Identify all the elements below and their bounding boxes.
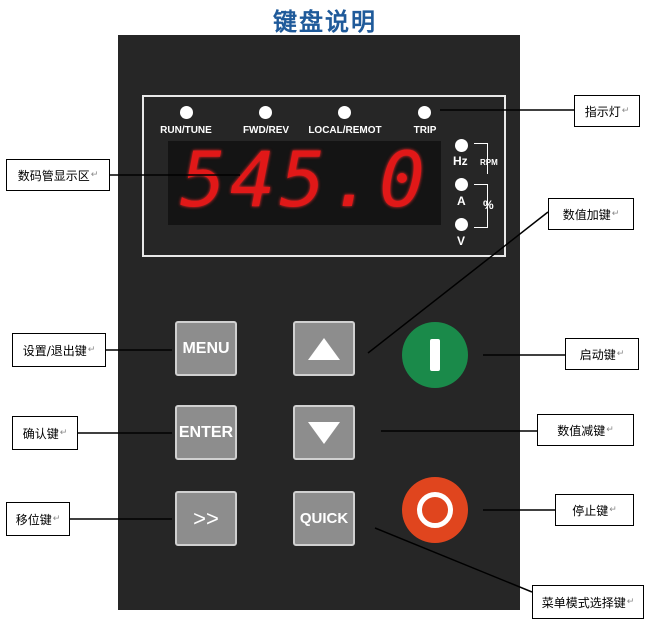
unit-a-label: A (457, 194, 466, 208)
callout-shift-key: 移位键↵ (6, 502, 70, 536)
callout-text: 菜单模式选择键 (541, 595, 626, 610)
start-button[interactable] (402, 322, 468, 388)
up-arrow-icon (308, 337, 340, 360)
callout-text: 设置/退出键 (22, 343, 87, 358)
return-mark: ↵ (609, 505, 617, 515)
led-label-local-remot: LOCAL/REMOT (308, 125, 382, 136)
unit-hz-label: Hz (453, 154, 468, 168)
callout-display-area: 数码管显示区↵ (6, 159, 110, 191)
return-mark: ↵ (616, 349, 625, 359)
shift-button[interactable]: >> (175, 491, 237, 546)
led-local-remot (338, 106, 351, 119)
callout-menu-select-key: 菜单模式选择键↵ (532, 585, 644, 619)
led-hz (455, 139, 468, 152)
callout-text: 移位键 (15, 512, 52, 527)
callout-text: 停止键 (572, 503, 609, 518)
callout-text: 指示灯 (584, 104, 621, 119)
callout-stop-key: 停止键↵ (555, 494, 634, 526)
rpm-bracket (474, 143, 488, 174)
unit-rpm-label: RPM (480, 158, 498, 167)
run-icon (430, 339, 440, 371)
return-mark: ↵ (621, 106, 630, 116)
led-trip (418, 106, 431, 119)
callout-start-key: 启动键↵ (565, 338, 639, 370)
led-v (455, 218, 468, 231)
return-mark: ↵ (90, 170, 99, 180)
return-mark: ↵ (87, 345, 96, 355)
callout-text: 数码管显示区 (17, 168, 90, 183)
callout-text: 启动键 (579, 347, 616, 362)
callout-increase-key: 数值加键↵ (548, 198, 634, 230)
callout-decrease-key: 数值减键↵ (537, 414, 634, 446)
display-frame (142, 95, 506, 257)
return-mark: ↵ (611, 209, 620, 219)
percent-bracket (474, 184, 488, 228)
stop-button[interactable] (402, 477, 468, 543)
quick-button[interactable]: QUICK (293, 491, 355, 546)
unit-percent-label: % (483, 198, 494, 212)
return-mark: ↵ (606, 425, 614, 435)
led-label-trip: TRIP (413, 125, 437, 136)
unit-v-label: V (457, 234, 466, 248)
display-value: 545.0 (180, 135, 429, 224)
stop-ring-icon (417, 492, 453, 528)
led-label-fwd-rev: FWD/REV (242, 125, 290, 136)
return-mark: ↵ (626, 597, 635, 607)
menu-button[interactable]: MENU (175, 321, 237, 376)
callout-indicator-lights: 指示灯↵ (574, 95, 640, 127)
callout-text: 数值加键 (562, 207, 611, 222)
led-label-run-tune: RUN/TUNE (160, 125, 212, 136)
led-run-tune (180, 106, 193, 119)
callout-confirm-key: 确认键↵ (12, 416, 78, 450)
up-button[interactable] (293, 321, 355, 376)
callout-set-exit-key: 设置/退出键↵ (12, 333, 106, 367)
down-button[interactable] (293, 405, 355, 460)
callout-text: 数值减键 (557, 423, 606, 438)
page-title: 键盘说明 (273, 8, 377, 36)
led-fwd-rev (259, 106, 272, 119)
enter-button[interactable]: ENTER (175, 405, 237, 460)
return-mark: ↵ (59, 428, 68, 438)
callout-text: 确认键 (22, 426, 59, 441)
led-a (455, 178, 468, 191)
digital-display: 545.0 (168, 135, 441, 225)
down-arrow-icon (308, 421, 340, 444)
return-mark: ↵ (52, 514, 61, 524)
